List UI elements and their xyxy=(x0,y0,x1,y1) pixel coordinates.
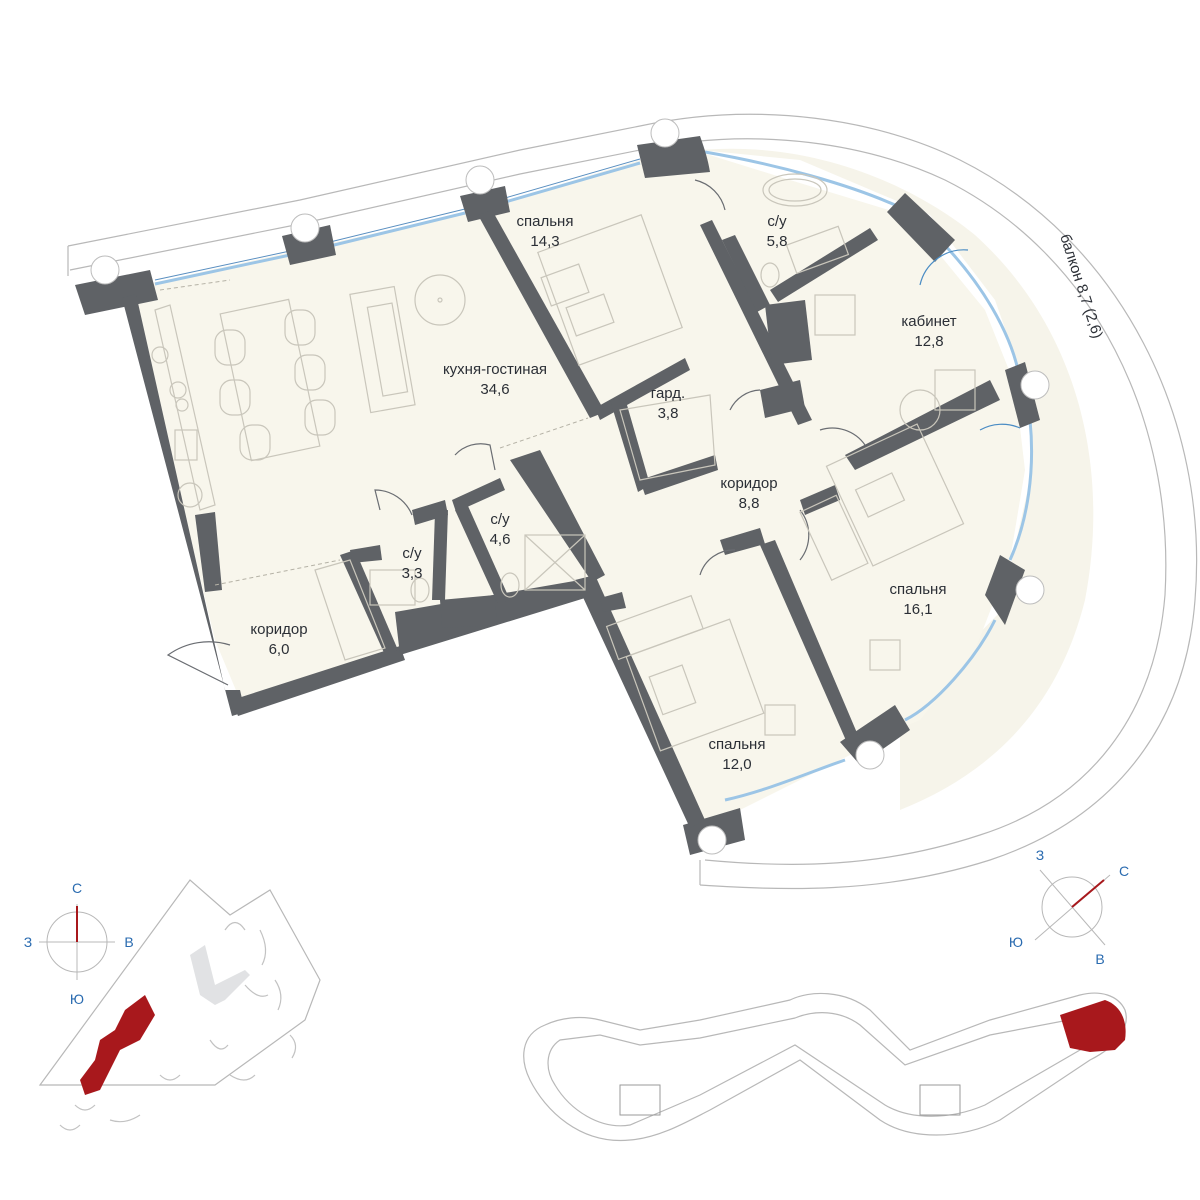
room-area-bedroom-1: 14,3 xyxy=(530,233,559,250)
balcony-label: балкон 8,7 (2,6) xyxy=(1056,232,1106,341)
floor-compass-west: З xyxy=(1036,847,1044,863)
room-name-wardrobe: гард. xyxy=(651,385,685,402)
site-compass-east: В xyxy=(124,934,133,950)
room-area-bath-1: 5,8 xyxy=(767,233,788,250)
room-area-study: 12,8 xyxy=(914,333,943,350)
floor-compass-north: С xyxy=(1119,863,1129,879)
room-name-corridor-1: коридор xyxy=(720,475,777,492)
room-name-bath-3: с/у xyxy=(402,545,422,562)
room-name-bath-2: с/у xyxy=(490,511,510,528)
site-compass: С Ю З В xyxy=(24,880,134,1007)
room-area-corridor-2: 6,0 xyxy=(269,641,290,658)
floor-compass: С Ю З В xyxy=(1009,847,1129,967)
site-compass-west: З xyxy=(24,934,32,950)
walls xyxy=(122,210,1000,828)
room-name-bedroom-1: спальня xyxy=(517,213,574,230)
room-name-study: кабинет xyxy=(901,313,956,330)
room-labels: спальня 14,3 с/у 5,8 кабинет 12,8 кухня-… xyxy=(250,213,956,773)
floor-compass-east: В xyxy=(1095,951,1104,967)
doors xyxy=(166,179,1021,686)
building-keyplan xyxy=(523,992,1127,1142)
room-name-living: кухня-гостиная xyxy=(443,361,547,378)
site-map xyxy=(38,879,321,1131)
room-area-bedroom-3: 12,0 xyxy=(722,756,751,773)
room-area-bath-3: 3,3 xyxy=(402,565,423,582)
room-name-corridor-2: коридор xyxy=(250,621,307,638)
floor-compass-south: Ю xyxy=(1009,934,1023,950)
terrace-outline xyxy=(67,113,1198,890)
room-name-bedroom-3: спальня xyxy=(709,736,766,753)
room-area-wardrobe: 3,8 xyxy=(658,405,679,422)
furniture xyxy=(151,173,976,752)
site-compass-north: С xyxy=(72,880,82,896)
room-area-living: 34,6 xyxy=(480,381,509,398)
glazing xyxy=(154,150,1034,802)
room-area-bath-2: 4,6 xyxy=(490,531,511,548)
room-area-bedroom-2: 16,1 xyxy=(903,601,932,618)
zone-separators xyxy=(159,279,589,586)
balcony-floor xyxy=(700,148,1094,810)
site-compass-south: Ю xyxy=(70,991,84,1007)
room-name-bath-1: с/у xyxy=(767,213,787,230)
terrace-pillars xyxy=(90,118,1050,855)
room-area-corridor-1: 8,8 xyxy=(739,495,760,512)
room-name-bedroom-2: спальня xyxy=(890,581,947,598)
